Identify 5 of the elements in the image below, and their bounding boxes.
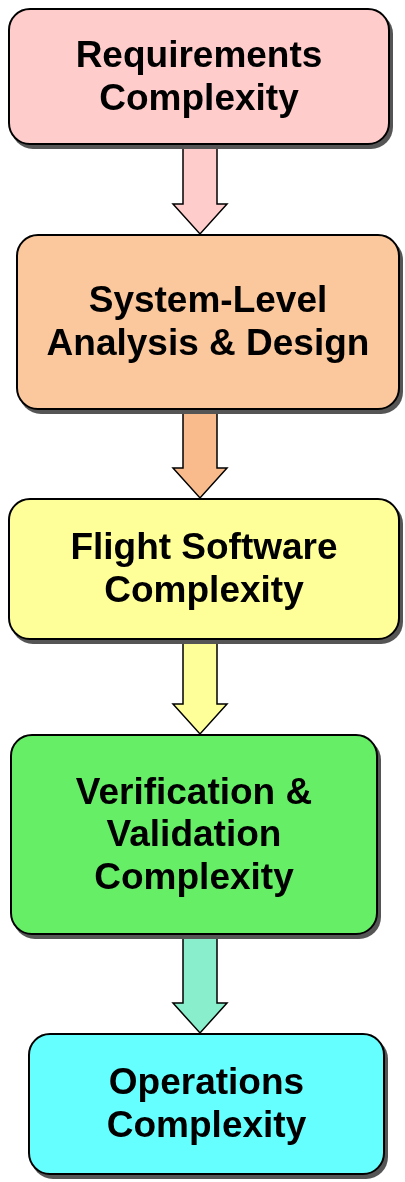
box-label: Operations Complexity [105,1061,308,1147]
box-label: System-Level Analysis & Design [45,279,371,365]
box-label: Requirements Complexity [74,33,324,120]
box-label: Flight Software Complexity [69,526,339,612]
box-label: Verification & Validation Complexity [74,770,314,899]
